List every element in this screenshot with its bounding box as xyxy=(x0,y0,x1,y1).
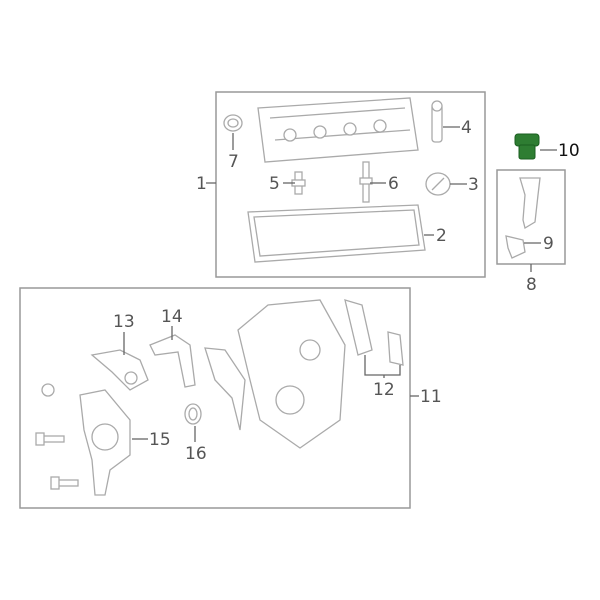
callout-6: 6 xyxy=(388,174,399,194)
callout-15: 15 xyxy=(149,430,171,450)
oil-filler-cap-part-10[interactable] xyxy=(514,133,540,160)
callout-3: 3 xyxy=(468,175,479,195)
callout-1: 1 xyxy=(196,174,207,194)
seal-part-16[interactable] xyxy=(184,403,202,425)
callout-13: 13 xyxy=(113,312,135,332)
valve-cover-part[interactable] xyxy=(257,97,419,163)
housing-part-13[interactable] xyxy=(90,349,149,391)
callout-2: 2 xyxy=(436,226,447,246)
bolt-part-c[interactable] xyxy=(50,476,79,490)
callout-14: 14 xyxy=(161,307,183,327)
gasket-part-2[interactable] xyxy=(247,204,426,263)
water-pump-part-15[interactable] xyxy=(79,389,131,496)
filler-tube-part[interactable] xyxy=(519,177,541,230)
gasket-part-7[interactable] xyxy=(223,114,243,132)
group-box-valve-cover xyxy=(215,91,486,278)
stud-part-6[interactable] xyxy=(359,161,373,203)
cap-part-3[interactable] xyxy=(425,172,451,196)
callout-5: 5 xyxy=(269,174,280,194)
callout-7: 7 xyxy=(228,152,239,172)
bolt-part-b[interactable] xyxy=(35,432,65,446)
callout-11: 11 xyxy=(420,387,442,407)
callout-12: 12 xyxy=(373,380,395,400)
cover-gasket-part[interactable] xyxy=(204,347,246,431)
gasket-part-12[interactable] xyxy=(344,299,404,366)
callout-8: 8 xyxy=(526,275,537,295)
bolt-part-a[interactable] xyxy=(41,383,55,397)
filler-adapter-part-9[interactable] xyxy=(505,235,526,259)
callout-4: 4 xyxy=(461,118,472,138)
timing-cover-part[interactable] xyxy=(237,299,346,449)
callout-9: 9 xyxy=(543,234,554,254)
group-box-timing-cover xyxy=(19,287,411,509)
hose-part-14[interactable] xyxy=(149,334,196,388)
callout-16: 16 xyxy=(185,444,207,464)
bolt-part-4[interactable] xyxy=(431,100,443,143)
callout-10: 10 xyxy=(558,141,580,161)
